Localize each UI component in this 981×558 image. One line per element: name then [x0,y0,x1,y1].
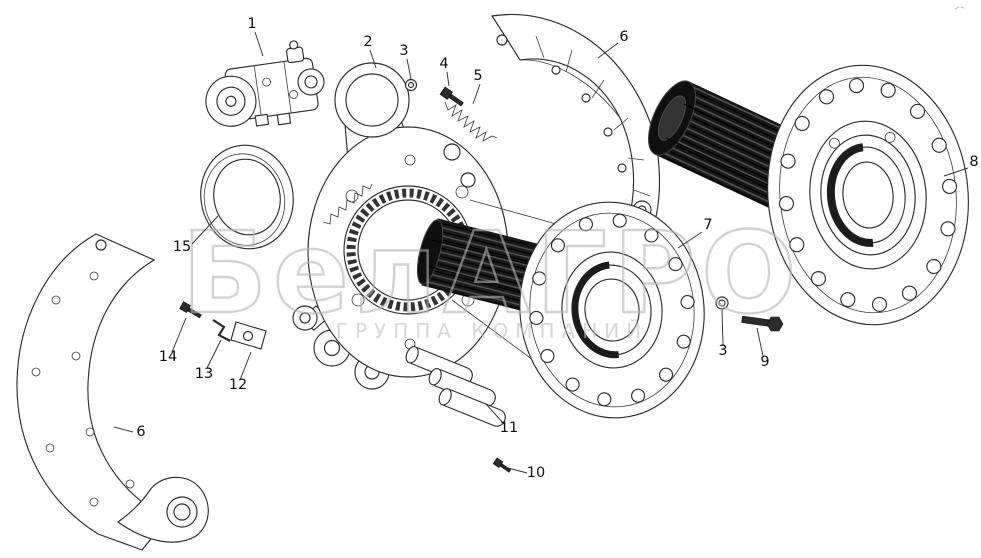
brake-cylinder [205,40,325,127]
callout-6-top: 6 [619,29,628,45]
callout-15: 15 [173,239,191,255]
brake-shoe-top [491,14,661,229]
callout-2: 2 [363,34,372,50]
bolt-4 [439,86,464,107]
bolt-10 [492,457,512,473]
callout-13: 13 [195,366,213,382]
leader-lines [113,31,969,474]
callout-14: 14 [159,349,177,365]
callout-3-lower: 3 [718,343,727,359]
corner-mark [954,6,965,10]
washer-upper [404,78,418,92]
brake-shoe-bottom [16,233,209,551]
callout-8: 8 [969,154,978,170]
callout-10: 10 [527,465,545,481]
callout-5: 5 [473,68,482,84]
washer-lower [715,296,729,310]
callout-12: 12 [229,377,247,393]
shoe-return-spring-upper [444,101,498,142]
watermark-brand: БелАГРО [182,209,803,339]
bracket-plate [230,321,267,350]
callout-4: 4 [439,56,448,72]
callout-3: 3 [399,43,408,59]
callout-labels: 1 2 3 4 5 6 8 7 15 14 13 12 11 3 9 10 6 [136,16,978,481]
bolt-9 [741,315,784,332]
seal-ring [200,144,294,250]
callout-1: 1 [247,16,256,32]
callout-6-bottom: 6 [136,424,145,440]
wheel-hub [767,64,969,326]
callout-9: 9 [760,354,769,370]
watermark-tagline: ГРУППА КОМПАНИЙ [336,319,648,343]
shoe-return-spring-lower [322,183,373,225]
retainer-clip [212,319,231,342]
callout-11: 11 [500,420,518,436]
roller-pins [405,346,506,427]
bolt-14 [179,301,202,319]
watermark: БелАГРО ГРУППА КОМПАНИЙ [180,208,803,343]
brake-drum [519,201,705,419]
callout-7: 7 [703,217,712,233]
